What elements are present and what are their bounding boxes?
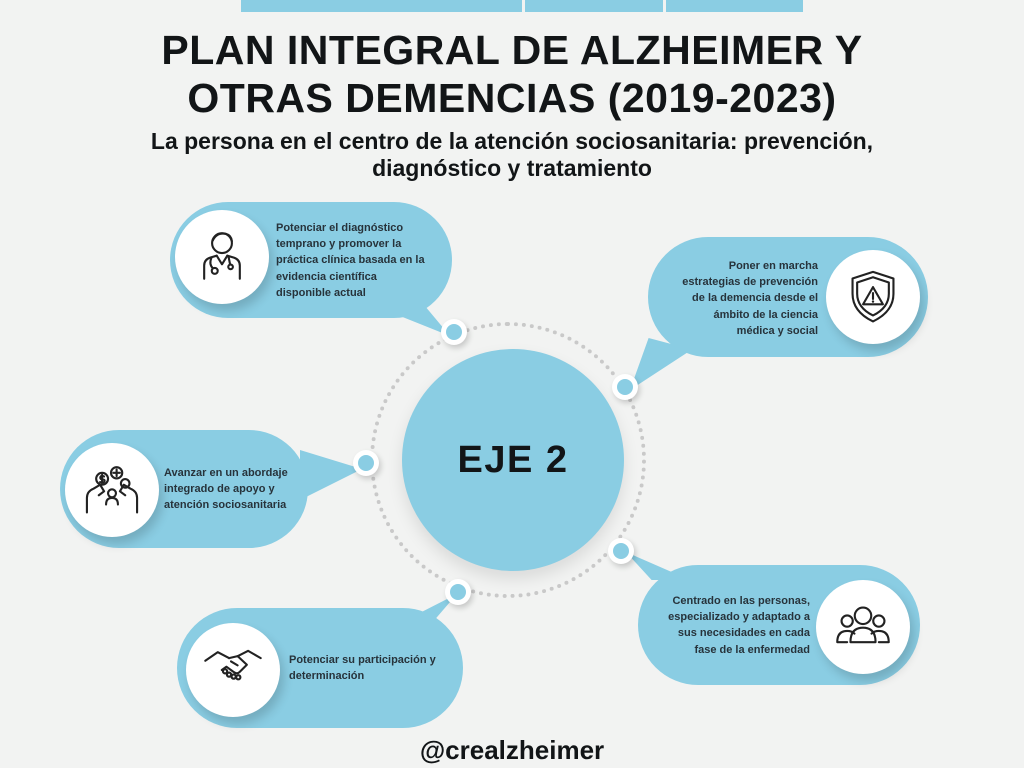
eje2-label: EJE 2 (457, 438, 569, 481)
bubble-diagnostico-temprano: Potenciar el diagnóstico temprano y prom… (170, 202, 452, 318)
top-accent-bar-segment (666, 0, 803, 12)
page-title: PLAN INTEGRAL DE ALZHEIMER Y OTRAS DEMEN… (0, 26, 1024, 122)
bubble-centrado-personas: Centrado en las personas, especializado … (638, 565, 920, 685)
connector-node (608, 538, 634, 564)
bubble-text: Avanzar en un abordaje integrado de apoy… (164, 467, 288, 512)
page-subtitle: La persona en el centro de la atención s… (0, 128, 1024, 182)
people-group-icon (816, 580, 910, 674)
bubble-text: Centrado en las personas, especializado … (668, 595, 810, 656)
connector-node (445, 579, 471, 605)
connector-node (612, 374, 638, 400)
doctor-icon (175, 210, 269, 304)
caring-hands-icon (65, 443, 159, 537)
bubble-text: Potenciar su participación y determinaci… (289, 654, 436, 683)
page-title-line1: PLAN INTEGRAL DE ALZHEIMER Y (161, 27, 863, 73)
bubble-tail (300, 450, 362, 500)
connector-node (353, 450, 379, 476)
bubble-prevencion-demencia: Poner en marcha estrategias de prevenció… (648, 237, 928, 357)
shield-alert-icon (826, 250, 920, 344)
connector-node (441, 319, 467, 345)
social-handle: @crealzheimer (419, 735, 605, 765)
page-subtitle-line2: diagnóstico y tratamiento (372, 155, 652, 181)
page-title-line2: OTRAS DEMENCIAS (2019-2023) (187, 75, 837, 121)
eje2-center-circle: EJE 2 (402, 349, 624, 571)
bubble-text: Poner en marcha estrategias de prevenció… (682, 260, 818, 337)
top-accent-bar-segment (525, 0, 663, 12)
handshake-icon (186, 623, 280, 717)
page-subtitle-line1: La persona en el centro de la atención s… (150, 128, 874, 154)
bubble-abordaje-integrado: Avanzar en un abordaje integrado de apoy… (60, 430, 308, 548)
bubble-text: Potenciar el diagnóstico temprano y prom… (276, 222, 425, 299)
top-accent-bar-segment (241, 0, 522, 12)
bubble-participacion: Potenciar su participación y determinaci… (177, 608, 463, 728)
